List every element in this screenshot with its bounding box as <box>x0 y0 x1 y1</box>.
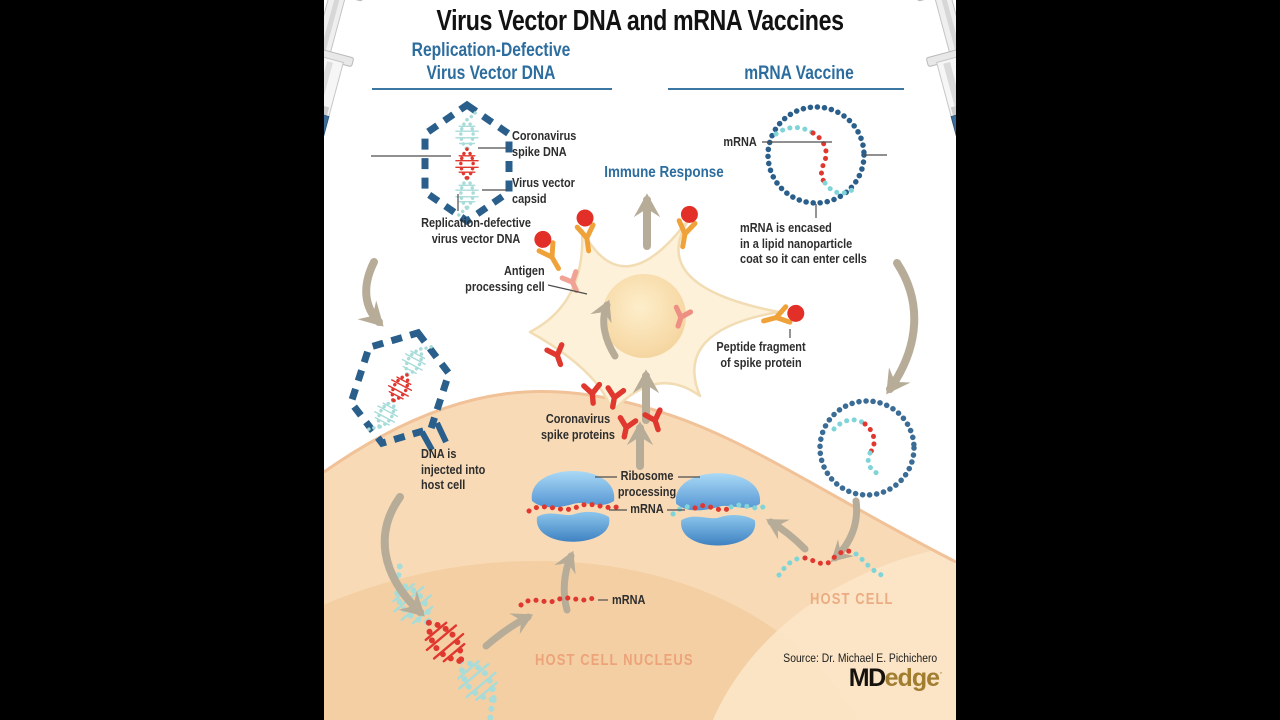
apc-nucleus <box>602 274 686 358</box>
label-virus-vector-capsid: Virus vector capsid <box>512 175 575 206</box>
mdedge-logo: MDedge· <box>849 664 943 693</box>
label-replication-defective: Replication-defective virus vector DNA <box>421 215 531 246</box>
process-arrows-nucleus <box>380 493 576 650</box>
leader-lines <box>371 141 887 601</box>
label-mrna-nucleus: mRNA <box>612 592 646 607</box>
page-title: Virus Vector DNA and mRNA Vaccines <box>436 5 844 37</box>
label-coronavirus-spike-dna: Coronavirus spike DNA <box>512 128 577 159</box>
infographic-content: Virus Vector DNA and mRNA Vaccines Repli… <box>324 0 956 720</box>
infographic-graphics <box>324 0 956 720</box>
heading-rule-left <box>372 88 612 90</box>
mrna-strand-right <box>776 548 887 579</box>
label-dna-injected: DNA is injected into host cell <box>421 446 486 493</box>
label-coronavirus-spike-proteins: Coronavirus spike proteins <box>540 411 616 442</box>
label-mrna-encased: mRNA is encased in a lipid nanoparticle … <box>740 220 867 267</box>
label-peptide-fragment: Peptide fragment of spike protein <box>716 339 806 370</box>
heading-rule-right <box>668 88 904 90</box>
heading-mrna-vaccine: mRNA Vaccine <box>744 62 854 84</box>
virus-vector-capsid-injecting <box>347 328 453 452</box>
logo-edge: edge <box>884 664 940 692</box>
arrow-capsid-down <box>357 258 384 327</box>
label-ribosome-processing: Ribosome processing <box>617 468 677 499</box>
label-mrna-ribosome: mRNA <box>630 501 664 516</box>
mrna-strand-nucleus <box>518 595 596 608</box>
label-immune-response: Immune Response <box>604 164 724 181</box>
logo-md: MD <box>848 664 886 692</box>
heading-virus-vector: Replication-Defective Virus Vector DNA <box>411 39 571 84</box>
logo-trademark: · <box>939 665 943 679</box>
antigen-processing-cell-shape <box>528 214 781 414</box>
label-mrna-top: mRNA <box>723 134 757 149</box>
label-host-cell: HOST CELL <box>810 591 894 608</box>
lipid-nanoparticle-in-cell <box>817 398 917 498</box>
label-antigen-processing-cell: Antigen processing cell <box>465 263 545 294</box>
mrna-in-ribosomes <box>526 501 766 517</box>
source-credit: Source: Dr. Michael E. Pichichero <box>783 651 937 665</box>
label-host-cell-nucleus: HOST CELL NUCLEUS <box>535 652 694 669</box>
virus-vector-capsid-top <box>421 100 513 226</box>
